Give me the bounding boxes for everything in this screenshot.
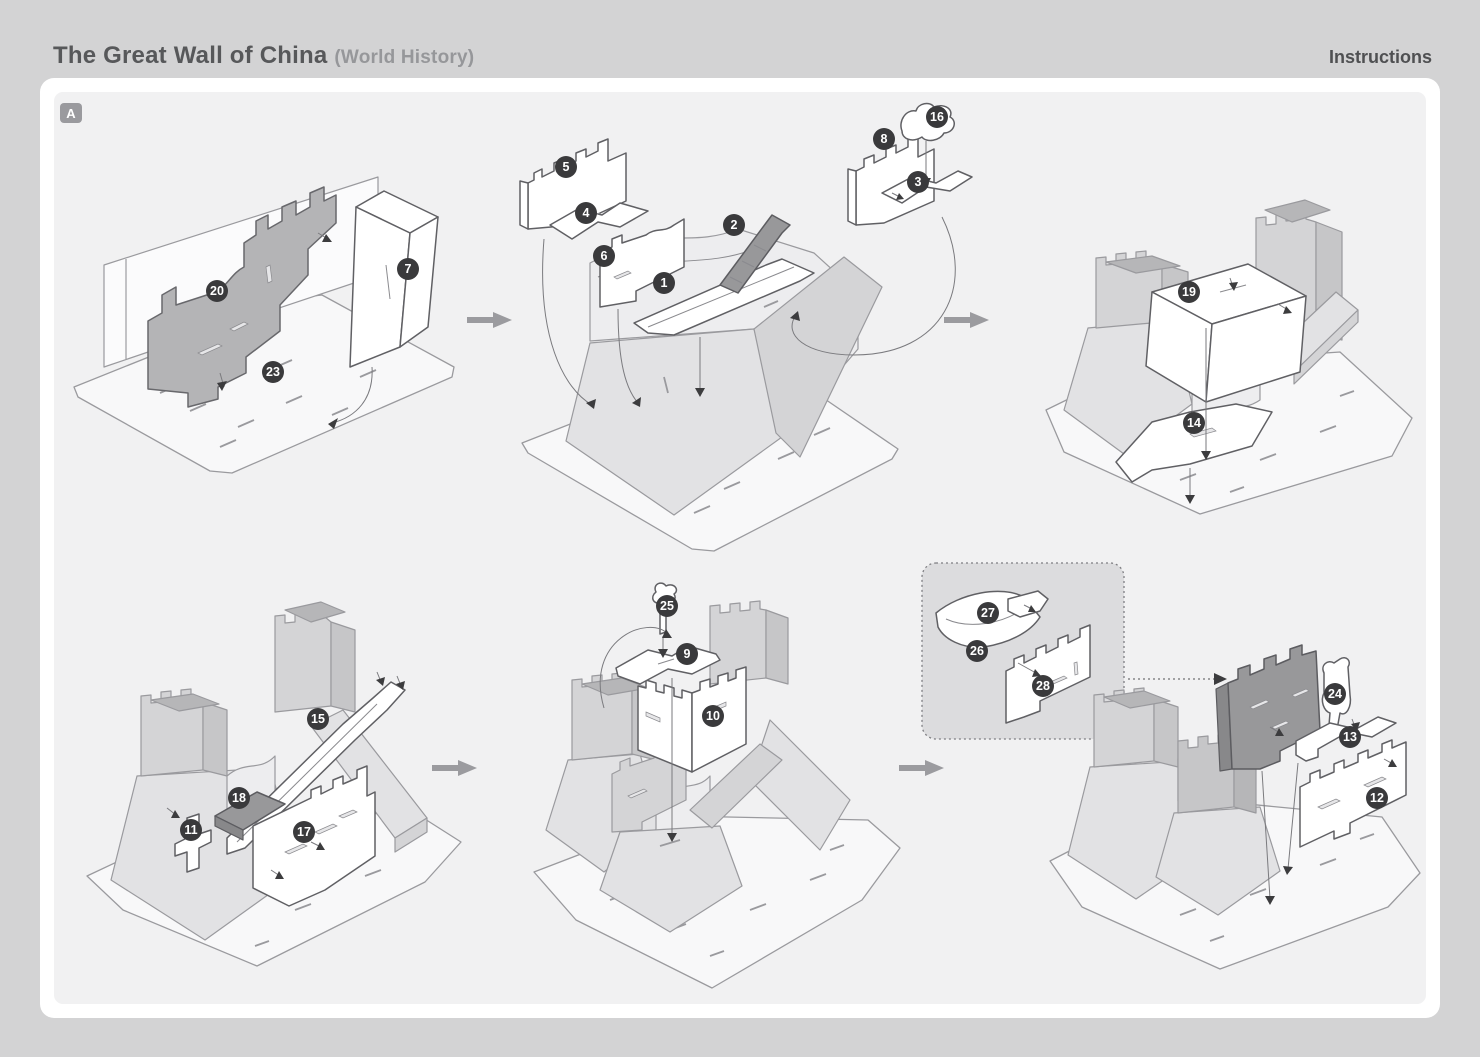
part-badge-8: 8 bbox=[873, 128, 895, 150]
section-a-badge: A bbox=[60, 103, 82, 123]
part-badge-17: 17 bbox=[293, 821, 315, 843]
step-5-diagram bbox=[520, 580, 920, 1000]
part-badge-28: 28 bbox=[1032, 675, 1054, 697]
page-subtitle: (World History) bbox=[334, 47, 475, 68]
part-badge-5: 5 bbox=[555, 156, 577, 178]
instructions-label: Instructions bbox=[1328, 47, 1432, 67]
part-badge-26: 26 bbox=[966, 640, 988, 662]
part-badge-6: 6 bbox=[593, 245, 615, 267]
part-badge-23: 23 bbox=[262, 361, 284, 383]
part-badge-12: 12 bbox=[1366, 787, 1388, 809]
part-badge-20: 20 bbox=[206, 280, 228, 302]
part-badge-15: 15 bbox=[307, 708, 329, 730]
part-badge-2: 2 bbox=[723, 214, 745, 236]
part-badge-19: 19 bbox=[1178, 281, 1200, 303]
diagram-panel: A bbox=[40, 78, 1440, 1018]
part-badge-10: 10 bbox=[702, 705, 724, 727]
step-2-diagram bbox=[514, 97, 984, 567]
part-badge-14: 14 bbox=[1183, 412, 1205, 434]
step-4-diagram bbox=[75, 580, 475, 1000]
part-badge-3: 3 bbox=[907, 171, 929, 193]
part-badge-7: 7 bbox=[397, 258, 419, 280]
step-6-diagram bbox=[920, 555, 1426, 1000]
step-3-diagram bbox=[1040, 170, 1426, 540]
arrow-right-icon bbox=[467, 311, 513, 329]
part-badge-11: 11 bbox=[180, 819, 202, 841]
arrow-right-icon bbox=[432, 759, 478, 777]
arrow-right-icon bbox=[899, 759, 945, 777]
part-badge-13: 13 bbox=[1339, 726, 1361, 748]
page-title-text: The Great Wall of China bbox=[53, 42, 328, 69]
diagram-canvas: A bbox=[54, 92, 1426, 1004]
arrow-right-icon bbox=[944, 311, 990, 329]
part-badge-16: 16 bbox=[926, 106, 948, 128]
part-badge-24: 24 bbox=[1324, 683, 1346, 705]
part-badge-4: 4 bbox=[575, 202, 597, 224]
part-badge-27: 27 bbox=[977, 602, 999, 624]
part-badge-18: 18 bbox=[228, 787, 250, 809]
part-badge-1: 1 bbox=[653, 272, 675, 294]
step-1-diagram bbox=[70, 115, 460, 515]
page-title: The Great Wall of China (World History) bbox=[53, 42, 474, 70]
part-badge-25: 25 bbox=[656, 595, 678, 617]
part-badge-9: 9 bbox=[676, 643, 698, 665]
